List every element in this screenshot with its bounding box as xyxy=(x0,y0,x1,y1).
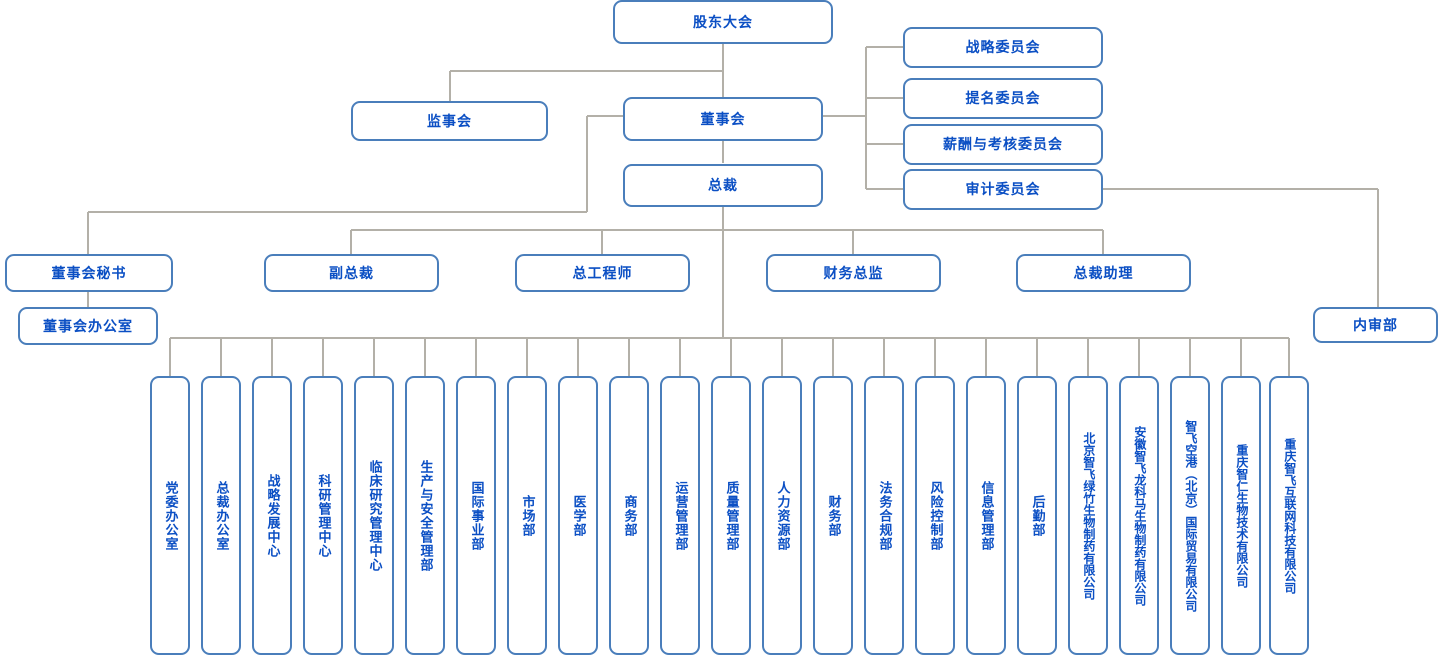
node-department-strategy-development-center[interactable]: 战略发展中心 xyxy=(252,376,292,655)
node-board-office[interactable]: 董事会办公室 xyxy=(18,307,158,345)
node-department-clinical-research-management-center[interactable]: 临床研究管理中心 xyxy=(354,376,394,655)
node-committee-strategy[interactable]: 战略委员会 xyxy=(903,27,1103,68)
node-department-marketing[interactable]: 市场部 xyxy=(507,376,547,655)
node-department-production-safety-management[interactable]: 生产与安全管理部 xyxy=(405,376,445,655)
node-department-information-management[interactable]: 信息管理部 xyxy=(966,376,1006,655)
node-board-secretary[interactable]: 董事会秘书 xyxy=(5,254,173,292)
node-department-research-management-center[interactable]: 科研管理中心 xyxy=(303,376,343,655)
node-department-party-committee-office[interactable]: 党委办公室 xyxy=(150,376,190,655)
node-department-operations-management[interactable]: 运营管理部 xyxy=(660,376,700,655)
node-president-assistant[interactable]: 总裁助理 xyxy=(1016,254,1191,292)
node-board-of-directors[interactable]: 董事会 xyxy=(623,97,823,141)
node-vice-president[interactable]: 副总裁 xyxy=(264,254,439,292)
node-department-president-office[interactable]: 总裁办公室 xyxy=(201,376,241,655)
node-department-international-business[interactable]: 国际事业部 xyxy=(456,376,496,655)
node-department-risk-control[interactable]: 风险控制部 xyxy=(915,376,955,655)
node-shareholders-meeting[interactable]: 股东大会 xyxy=(613,0,833,44)
node-department-quality-management[interactable]: 质量管理部 xyxy=(711,376,751,655)
node-subsidiary-konggang-beijing-trade[interactable]: 智飞空港（北京）国际贸易有限公司 xyxy=(1170,376,1210,655)
node-subsidiary-chongqing-internet-tech[interactable]: 重庆智飞互联网科技有限公司 xyxy=(1269,376,1309,655)
node-internal-audit[interactable]: 内审部 xyxy=(1313,307,1438,343)
node-subsidiary-chongqing-zhiren[interactable]: 重庆智仁生物技术有限公司 xyxy=(1221,376,1261,655)
node-committee-audit[interactable]: 审计委员会 xyxy=(903,169,1103,210)
node-president[interactable]: 总裁 xyxy=(623,164,823,207)
node-cfo[interactable]: 财务总监 xyxy=(766,254,941,292)
node-department-medical[interactable]: 医学部 xyxy=(558,376,598,655)
node-department-business[interactable]: 商务部 xyxy=(609,376,649,655)
node-department-human-resources[interactable]: 人力资源部 xyxy=(762,376,802,655)
node-committee-compensation[interactable]: 薪酬与考核委员会 xyxy=(903,124,1103,165)
node-supervisory-board[interactable]: 监事会 xyxy=(351,101,548,141)
node-department-finance[interactable]: 财务部 xyxy=(813,376,853,655)
node-subsidiary-anhui-longkema[interactable]: 安徽智飞龙科马生物制药有限公司 xyxy=(1119,376,1159,655)
node-department-legal-compliance[interactable]: 法务合规部 xyxy=(864,376,904,655)
node-chief-engineer[interactable]: 总工程师 xyxy=(515,254,690,292)
node-committee-nomination[interactable]: 提名委员会 xyxy=(903,78,1103,119)
node-subsidiary-beijing-luzhu[interactable]: 北京智飞绿竹生物制药有限公司 xyxy=(1068,376,1108,655)
node-department-logistics[interactable]: 后勤部 xyxy=(1017,376,1057,655)
